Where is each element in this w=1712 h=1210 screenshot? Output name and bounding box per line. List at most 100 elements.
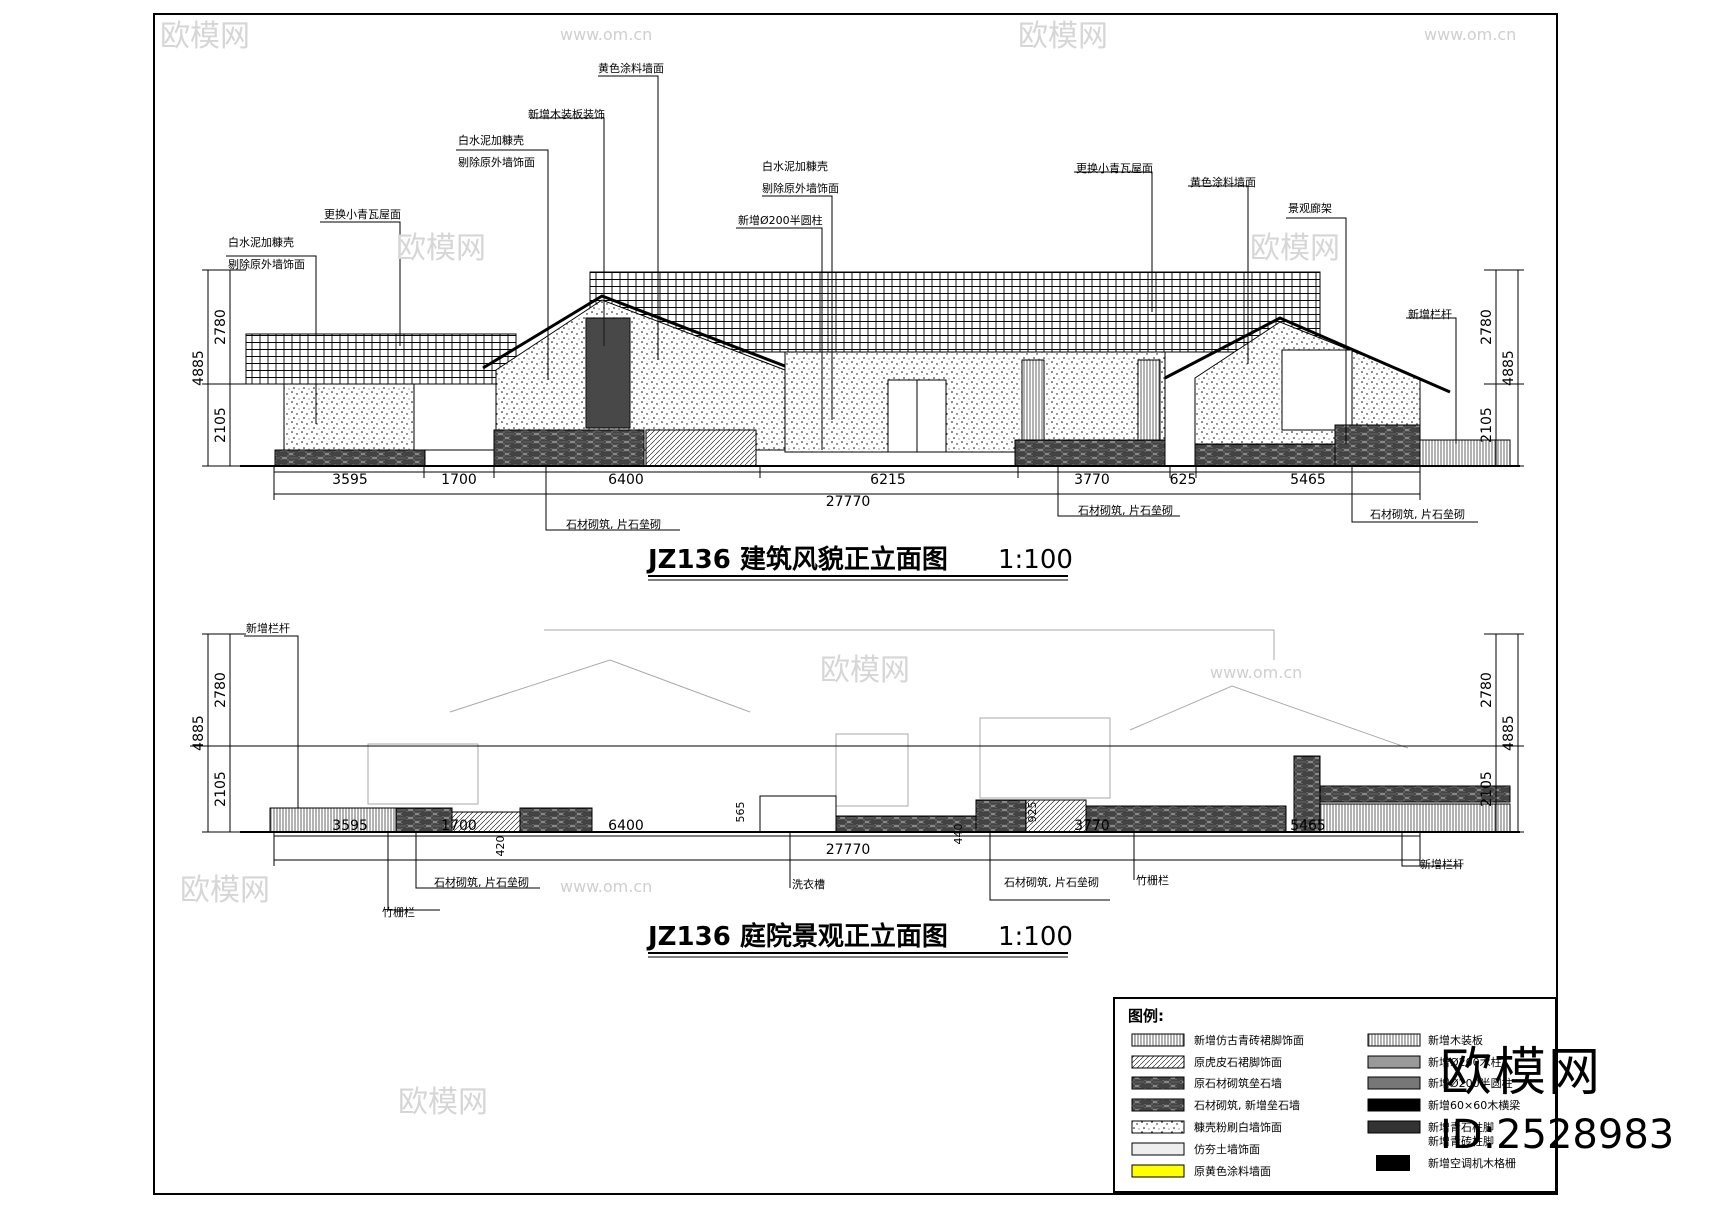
courtyard-elevation (190, 629, 1520, 833)
watermark-brand-7: 欧模网 (398, 1085, 488, 1120)
d1-leaders (226, 75, 1457, 450)
callout-7: 新增Ø200半圆柱 (738, 213, 823, 227)
d2-vdim-left-upper: 2780 (213, 672, 229, 708)
d2-small-440: 440 (952, 824, 965, 845)
stone-d2-5 (1085, 805, 1287, 833)
watermark-brand-layer: 欧模网 欧模网 欧模网 欧模网 欧模网 欧模网 欧模网 (160, 19, 1340, 1120)
swatch-r3 (1367, 1076, 1421, 1090)
d1-dim-lines (202, 269, 1524, 531)
d2-dim-3595: 3595 (332, 818, 368, 834)
d2-small-420: 420 (494, 836, 507, 857)
stone-pillar (1293, 755, 1321, 833)
legend-r4: 新增60×60木横梁 (1428, 1098, 1520, 1112)
swatch-l1 (1131, 1033, 1185, 1047)
swatch-l6 (1131, 1142, 1185, 1156)
callout-1b: 剔除原外墙饰面 (228, 257, 305, 271)
note-stone-2: 石材砌筑, 片石垒砌 (1078, 503, 1173, 517)
fence-right (1319, 803, 1511, 833)
legend-r7: 新增空调机木格栅 (1428, 1156, 1516, 1170)
d1-bottom-notes: 石材砌筑, 片石垒砌 石材砌筑, 片石垒砌 石材砌筑, 片石垒砌 (566, 503, 1465, 531)
d1-vert-dims: 4885 2780 2105 2780 4885 2105 (191, 309, 1517, 443)
lattice-right (1137, 359, 1161, 441)
swatch-l5 (1131, 1120, 1185, 1134)
stone-base-4 (1194, 443, 1336, 467)
callout-9: 黄色涂料墙面 (1190, 175, 1256, 189)
callout-6b: 剔除原外墙饰面 (762, 181, 839, 195)
dim-3770: 3770 (1074, 472, 1110, 488)
d2-callout-stone-2: 石材砌筑, 片石垒砌 (1004, 875, 1099, 889)
legend-l6: 仿夯土墙饰面 (1194, 1142, 1260, 1156)
dim-5465: 5465 (1290, 472, 1326, 488)
stone-d2-6 (1319, 785, 1511, 803)
callout-3b: 剔除原外墙饰面 (458, 155, 535, 169)
watermark-site-2: www.om.cn (1424, 25, 1516, 44)
legend-r5: 新增青石柱脚 (1428, 1120, 1494, 1134)
right-gable-roof (1164, 316, 1451, 394)
d2-dim-lines (202, 633, 1524, 911)
watermark-layer: www.om.cn www.om.cn www.om.cn www.om.cn (560, 25, 1516, 896)
vdim-right-total: 4885 (1501, 350, 1517, 386)
dim-6400: 6400 (608, 472, 644, 488)
d2-vert-dims: 4885 2780 2105 2780 4885 2105 (191, 672, 1517, 807)
wash-basin (759, 795, 837, 833)
watermark-site-1: www.om.cn (560, 25, 652, 44)
left-gable-roof (482, 294, 791, 370)
center-wall (784, 351, 1166, 453)
drawing2-title: JZ136 庭院景观正立面图 (646, 921, 948, 952)
swatch-yellow (1131, 1164, 1185, 1178)
watermark-logo-text: 欧模网 (1440, 1043, 1603, 1103)
watermark-brand-4: 欧模网 (1250, 231, 1340, 266)
vdim-right-lower: 2105 (1479, 407, 1495, 443)
vdim-left-upper: 2780 (213, 309, 229, 345)
stone-d2-4 (975, 799, 1027, 833)
stone-d2-2 (519, 807, 593, 833)
d2-callout-wash: 洗衣槽 (792, 877, 825, 891)
railing-1 (645, 429, 757, 467)
watermark-brand-1: 欧模网 (160, 19, 250, 54)
legend-l3: 原石材砌筑垒石墙 (1194, 1076, 1282, 1090)
legend-l5: 糠壳粉刷白墙饰面 (1194, 1120, 1282, 1134)
d1-callouts: 白水泥加糠壳 剔除原外墙饰面 更换小青瓦屋面 白水泥加糠壳 剔除原外墙饰面 新增… (228, 61, 1452, 321)
d2-callout-stone-1: 石材砌筑, 片石垒砌 (434, 875, 529, 889)
d2-vdim-left-total: 4885 (191, 715, 207, 751)
callout-1a: 白水泥加糠壳 (228, 235, 294, 249)
swatch-r4 (1367, 1098, 1421, 1112)
note-stone-1: 石材砌筑, 片石垒砌 (566, 517, 661, 531)
d2-dim-total: 27770 (826, 842, 871, 858)
wood-panel (585, 317, 631, 429)
legend-right-labels: 新增木装板 新增Ø200木柱 新增Ø200半圆柱 新增60×60木横梁 新增青石… (1428, 1033, 1520, 1170)
left-roof (245, 333, 517, 385)
building-elevation (240, 271, 1520, 467)
d2-dim-labels: 3595 1700 6400 3770 5465 27770 (332, 818, 1326, 858)
watermark-site-4: www.om.cn (560, 877, 652, 896)
stone-base-3 (1014, 439, 1166, 467)
legend-l4: 石材砌筑, 新增垒石墙 (1194, 1098, 1300, 1112)
watermark-brand-6: 欧模网 (180, 873, 270, 908)
legend-r2: 新增Ø200木柱 (1428, 1055, 1502, 1069)
swatch-r5 (1367, 1120, 1421, 1134)
watermark-brand-2: 欧模网 (1018, 19, 1108, 54)
d2-callout-bamboo-2: 竹栅栏 (1136, 873, 1169, 887)
dim-1700: 1700 (441, 472, 477, 488)
d2-small-925: 925 (1026, 802, 1039, 823)
callout-4: 新增木装板装饰 (528, 107, 605, 121)
drawing1-title: JZ136 建筑风貌正立面图 (646, 544, 948, 575)
d2-small-dims: 420 565 925 440 (494, 802, 1039, 857)
swatch-l2 (1131, 1055, 1185, 1069)
d2-callout-railing: 新增栏杆 (1420, 857, 1464, 871)
legend-l1: 新增仿古青砖裙脚饰面 (1194, 1033, 1304, 1047)
vdim-left-total: 4885 (191, 350, 207, 386)
swatch-r2 (1367, 1055, 1421, 1069)
lattice-left (1021, 359, 1045, 441)
legend-l2: 原虎皮石裙脚饰面 (1194, 1055, 1282, 1069)
d2-callouts: 新增栏杆 石材砌筑, 片石垒砌 竹栅栏 洗衣槽 石材砌筑, 片石垒砌 竹栅栏 新… (246, 621, 1464, 919)
stone-d2-1 (395, 807, 453, 833)
legend-box (1113, 997, 1557, 1193)
note-stone-3: 石材砌筑, 片石垒砌 (1370, 507, 1465, 521)
pergola (1281, 349, 1353, 431)
callout-10: 景观廊架 (1288, 201, 1332, 215)
left-open-bay (413, 383, 497, 451)
swatch-r7 (1376, 1155, 1410, 1171)
d2-vdim-left-lower: 2105 (213, 771, 229, 807)
dim-625: 625 (1170, 472, 1197, 488)
